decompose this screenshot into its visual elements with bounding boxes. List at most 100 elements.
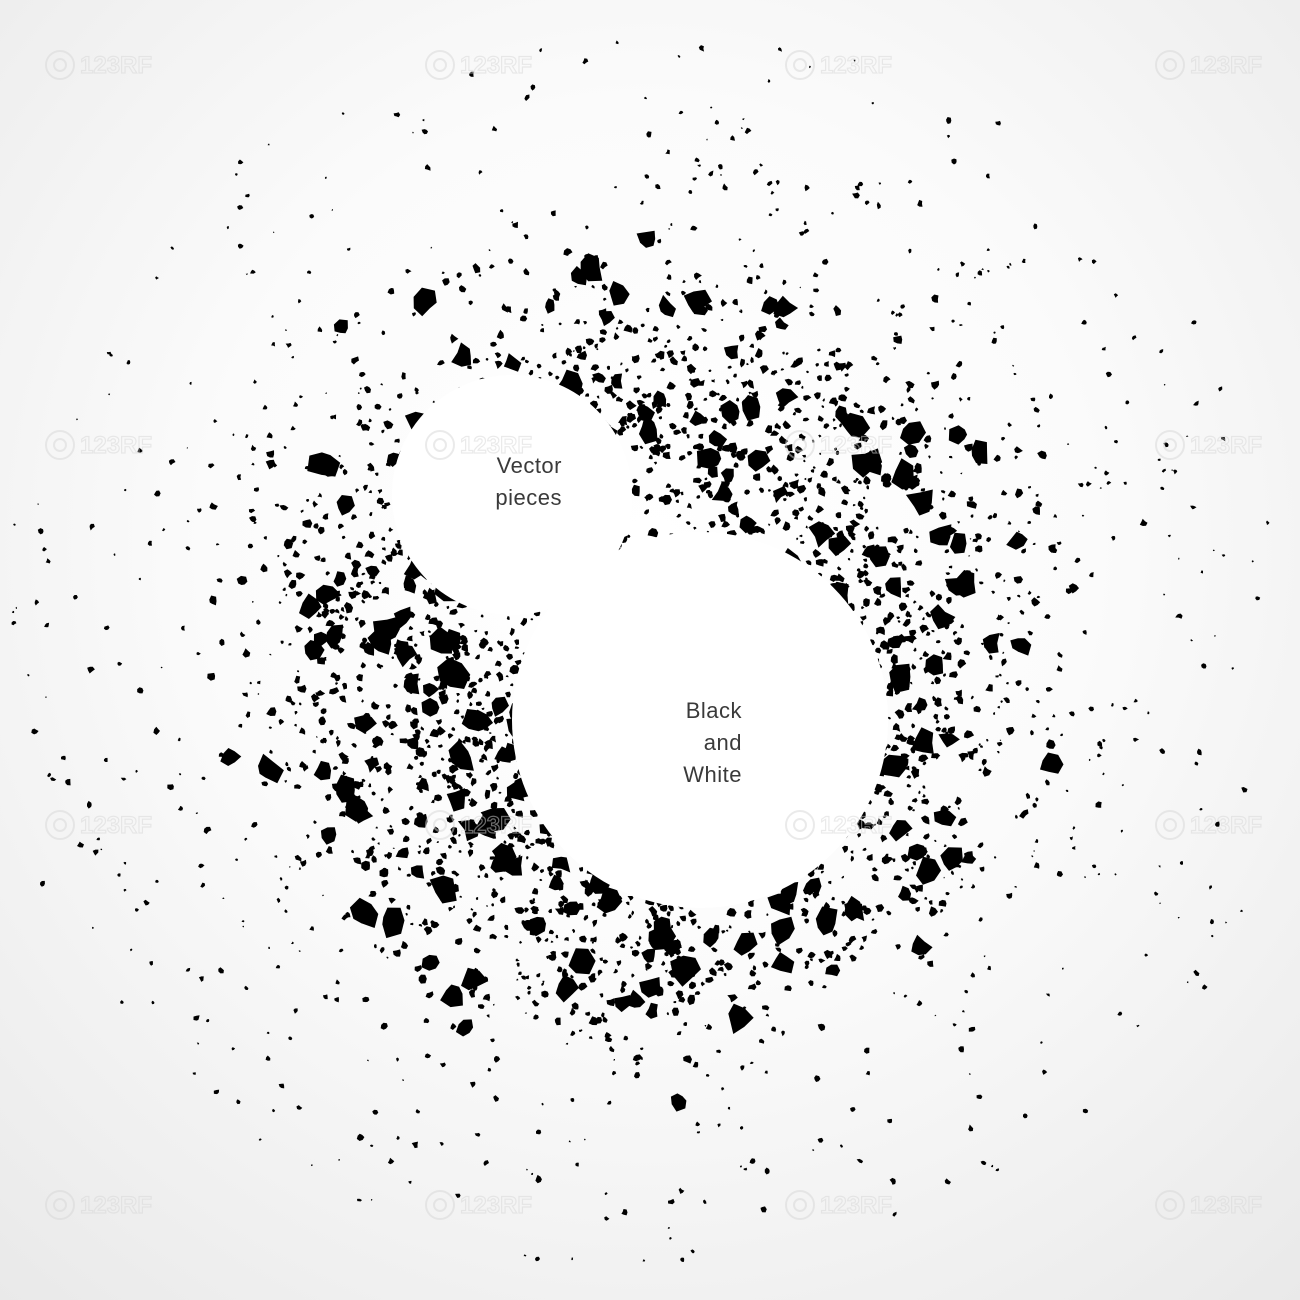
- ink-particle: [684, 392, 692, 401]
- ink-particle: [565, 1042, 569, 1045]
- ink-particle: [987, 270, 990, 273]
- ink-particle: [744, 910, 752, 919]
- ink-particle: [859, 615, 867, 621]
- ink-particle: [678, 997, 686, 1003]
- ink-particle: [323, 602, 329, 609]
- ink-particle: [889, 820, 913, 842]
- ink-particle: [848, 935, 857, 944]
- ink-particle: [381, 587, 389, 595]
- ink-particle: [399, 738, 409, 744]
- ink-particle: [385, 554, 393, 562]
- ink-particle: [925, 631, 931, 636]
- ink-particle: [380, 798, 384, 802]
- ink-particle: [875, 647, 882, 654]
- ink-particle: [918, 754, 929, 763]
- ink-particle: [900, 403, 904, 407]
- ink-particle: [592, 255, 599, 261]
- caption-line: Vector: [496, 453, 562, 478]
- ink-particle: [195, 812, 199, 815]
- ink-particle: [344, 775, 348, 779]
- ink-particle: [679, 915, 687, 922]
- ink-particle: [891, 561, 899, 568]
- ink-particle: [770, 952, 795, 974]
- ink-particle: [421, 918, 428, 926]
- ink-particle: [706, 138, 708, 141]
- ink-particle: [397, 866, 402, 871]
- ink-particle: [294, 711, 298, 715]
- ink-particle: [978, 768, 982, 772]
- ink-particle: [886, 682, 894, 692]
- ink-particle: [781, 1030, 785, 1037]
- ink-particle: [429, 626, 452, 654]
- ink-particle: [499, 896, 506, 904]
- ink-particle: [503, 840, 507, 844]
- ink-particle: [585, 225, 589, 230]
- ink-particle: [812, 549, 822, 558]
- ink-particle: [836, 416, 839, 419]
- ink-particle: [690, 1249, 695, 1254]
- ink-particle: [971, 439, 988, 464]
- ink-particle: [461, 709, 481, 730]
- ink-particle: [510, 808, 515, 814]
- ink-particle: [1201, 984, 1208, 990]
- ink-particle: [816, 375, 822, 381]
- ink-particle: [135, 908, 139, 912]
- ink-particle: [867, 406, 876, 415]
- ink-particle: [368, 783, 372, 788]
- ink-particle: [803, 897, 809, 903]
- ink-particle: [489, 831, 497, 839]
- ink-particle: [945, 616, 955, 625]
- ink-particle: [800, 907, 809, 915]
- ink-particle: [927, 960, 934, 967]
- ink-particle: [948, 425, 968, 445]
- ink-particle: [658, 416, 662, 420]
- ink-particle: [382, 867, 388, 872]
- ink-particle: [839, 1144, 843, 1148]
- ink-particle: [718, 394, 728, 402]
- ink-particle: [930, 604, 956, 630]
- ink-particle: [804, 960, 810, 966]
- ink-particle: [654, 352, 662, 359]
- ink-particle: [922, 793, 926, 798]
- ink-particle: [331, 414, 337, 420]
- ink-particle: [998, 614, 1004, 621]
- caption-line: and: [703, 730, 742, 755]
- ink-particle: [1077, 482, 1084, 488]
- ink-particle: [341, 914, 350, 921]
- ink-particle: [885, 689, 894, 697]
- ink-particle: [424, 164, 431, 171]
- ink-particle: [596, 395, 600, 399]
- ink-particle: [492, 888, 496, 893]
- ink-particle: [337, 647, 345, 654]
- ink-particle: [943, 515, 947, 520]
- ink-particle: [491, 903, 494, 907]
- ink-particle: [678, 455, 686, 461]
- ink-particle: [817, 415, 824, 422]
- ink-particle: [178, 773, 182, 776]
- ink-particle: [335, 979, 340, 985]
- ink-particle: [370, 1144, 374, 1147]
- ink-particle: [247, 543, 254, 549]
- ink-particle: [666, 350, 674, 359]
- ink-particle: [449, 608, 458, 615]
- ink-particle: [726, 908, 737, 917]
- ink-particle: [77, 841, 84, 848]
- ink-particle: [338, 455, 341, 458]
- watermark-logo: 123RF: [1150, 1180, 1290, 1230]
- ink-particle: [764, 425, 773, 434]
- ink-particle: [911, 766, 917, 771]
- ink-particle: [1154, 891, 1159, 896]
- svg-text:123RF: 123RF: [1190, 812, 1262, 839]
- ink-particle: [995, 1168, 1000, 1172]
- ink-particle: [313, 631, 329, 647]
- ink-particle: [483, 976, 489, 982]
- ink-particle: [535, 928, 541, 933]
- ink-particle: [948, 565, 953, 569]
- ink-particle: [400, 940, 409, 949]
- ink-particle: [1027, 520, 1032, 524]
- ink-particle: [813, 288, 820, 293]
- ink-particle: [878, 405, 887, 414]
- ink-particle: [579, 866, 584, 872]
- ink-particle: [770, 509, 779, 517]
- ink-particle: [739, 358, 745, 368]
